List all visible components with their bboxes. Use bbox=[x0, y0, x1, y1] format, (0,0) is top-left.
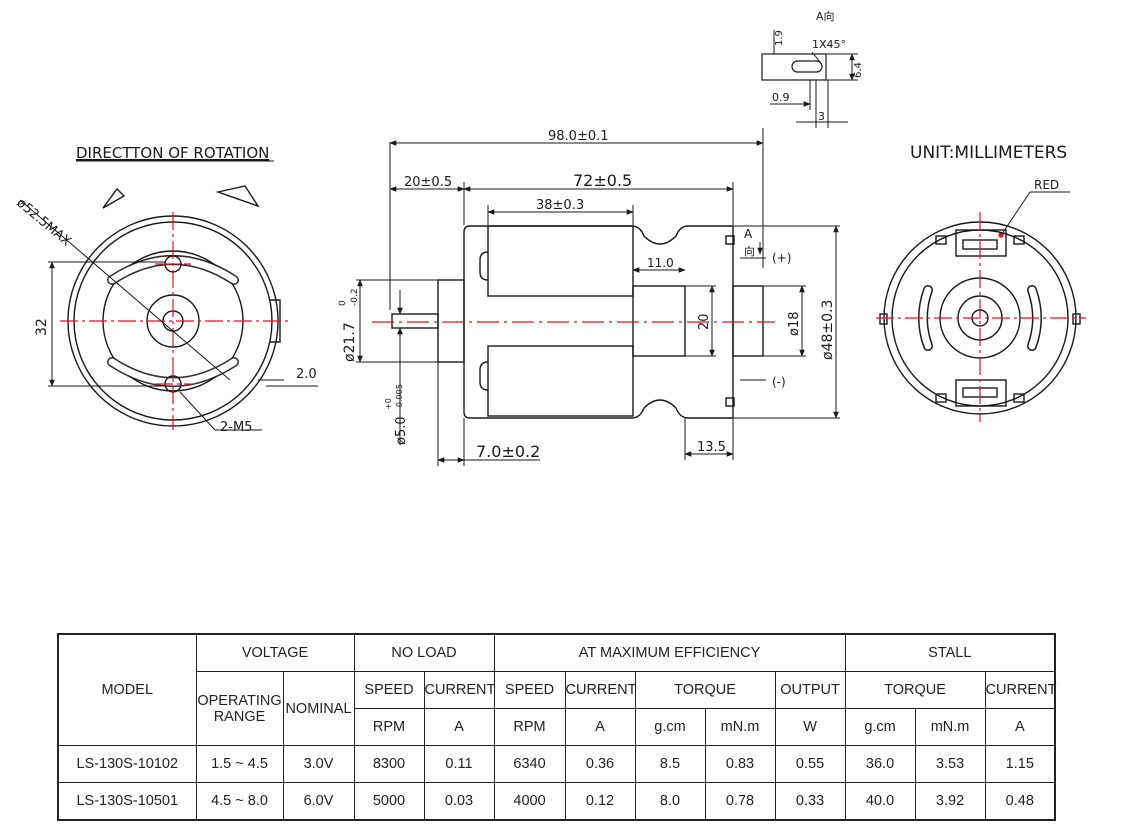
shaft-dia-label: ø5.0 bbox=[394, 416, 409, 445]
boss-dia-label: 20 bbox=[697, 313, 712, 330]
cell-nl-speed: 8300 bbox=[353, 745, 425, 783]
cell-nominal: 3.0V bbox=[282, 745, 355, 783]
unit-label: UNIT:MILLIMETERS bbox=[910, 143, 1067, 163]
view-a-dir-label: 向 bbox=[744, 244, 755, 258]
cell-me-output: 0.55 bbox=[774, 745, 846, 783]
unit-me-torque-mnm: mN.m bbox=[704, 708, 776, 746]
shaft-tol-lower: -0.005 bbox=[395, 384, 404, 410]
detail-thickness-label: 6.4 bbox=[853, 62, 864, 78]
dia-max-label: ø52.5MAX bbox=[13, 196, 73, 250]
cell-range: 1.5 ~ 4.5 bbox=[195, 745, 284, 783]
magnet-length-label: 38±0.3 bbox=[536, 198, 584, 213]
detail-height-label: 1.9 bbox=[774, 30, 785, 46]
table-row: LS-130S-10501 4.5 ~ 8.0 6.0V 5000 0.03 4… bbox=[57, 782, 1056, 821]
table-row: LS-130S-10102 1.5 ~ 4.5 3.0V 8300 0.11 6… bbox=[57, 745, 1056, 783]
detail-gap-label: 0.9 bbox=[772, 91, 790, 104]
cell-model: LS-130S-10102 bbox=[57, 745, 197, 783]
header-model: MODEL bbox=[57, 633, 197, 746]
cell-st-torque-mnm: 3.53 bbox=[914, 745, 986, 783]
motor-drawing: DIRECTTON OF ROTATION ø52.5MAX bbox=[13, 9, 1086, 466]
cell-me-torque-gcm: 8.0 bbox=[634, 782, 706, 821]
shaft-length-label: 20±0.5 bbox=[404, 175, 452, 190]
unit-me-current: A bbox=[564, 708, 636, 746]
body-length-label: 72±0.5 bbox=[573, 171, 632, 190]
header-max-efficiency: AT MAXIMUM EFFICIENCY bbox=[493, 633, 846, 672]
rotation-arrow-right bbox=[215, 185, 260, 208]
header-me-current: CURRENT bbox=[564, 671, 636, 709]
hole-spacing-label: 32 bbox=[34, 318, 50, 336]
cell-me-speed: 4000 bbox=[493, 782, 566, 821]
header-nl-speed: SPEED bbox=[353, 671, 425, 709]
boss-front-tol-lower: -0.2 bbox=[350, 288, 360, 306]
cell-me-torque-gcm: 8.5 bbox=[634, 745, 706, 783]
cell-st-torque-gcm: 36.0 bbox=[844, 745, 916, 783]
front-view: DIRECTTON OF ROTATION ø52.5MAX bbox=[13, 144, 318, 435]
header-st-torque: TORQUE bbox=[844, 671, 986, 709]
brush-dia-label: ø18 bbox=[787, 312, 802, 337]
cell-st-current: 1.15 bbox=[984, 745, 1056, 783]
spec-table: MODEL VOLTAGE NO LOAD AT MAXIMUM EFFICIE… bbox=[57, 633, 1056, 821]
unit-st-torque-mnm: mN.m bbox=[914, 708, 986, 746]
cell-model: LS-130S-10501 bbox=[57, 782, 197, 821]
cell-st-current: 0.48 bbox=[984, 782, 1056, 821]
header-stall: STALL bbox=[844, 633, 1056, 672]
holes-label: 2-M5 bbox=[220, 420, 252, 435]
rear-view: UNIT:MILLIMETERS RED bbox=[876, 143, 1086, 422]
view-a-label: A bbox=[744, 227, 753, 241]
header-operating-range: OPERATING RANGE bbox=[195, 671, 284, 746]
can-dia-label: ø48±0.3 bbox=[820, 300, 836, 360]
cell-me-current: 0.36 bbox=[564, 745, 636, 783]
header-row-1: MODEL VOLTAGE NO LOAD AT MAXIMUM EFFICIE… bbox=[57, 633, 1056, 746]
cell-me-speed: 6340 bbox=[493, 745, 566, 783]
header-me-speed: SPEED bbox=[493, 671, 566, 709]
unit-me-output: W bbox=[774, 708, 846, 746]
cell-me-output: 0.33 bbox=[774, 782, 846, 821]
cell-range: 4.5 ~ 8.0 bbox=[195, 782, 284, 821]
detail-chamfer-label: 1X45° bbox=[812, 38, 846, 51]
unit-st-torque-gcm: g.cm bbox=[844, 708, 916, 746]
unit-nl-speed: RPM bbox=[353, 708, 425, 746]
cell-st-torque-gcm: 40.0 bbox=[844, 782, 916, 821]
overall-length-label: 98.0±0.1 bbox=[548, 129, 609, 144]
cell-me-torque-mnm: 0.83 bbox=[704, 745, 776, 783]
unit-me-torque-gcm: g.cm bbox=[634, 708, 706, 746]
boss-front-tol-upper: 0 bbox=[338, 300, 348, 306]
cell-st-torque-mnm: 3.92 bbox=[914, 782, 986, 821]
header-st-current: CURRENT bbox=[984, 671, 1056, 709]
cell-nominal: 6.0V bbox=[282, 782, 355, 821]
rear-length-label: 13.5 bbox=[697, 440, 726, 455]
front-boss-length-label: 7.0±0.2 bbox=[476, 442, 540, 461]
cell-nl-speed: 5000 bbox=[353, 782, 425, 821]
unit-st-current: A bbox=[984, 708, 1056, 746]
header-nl-current: CURRENT bbox=[423, 671, 495, 709]
cell-me-current: 0.12 bbox=[564, 782, 636, 821]
unit-nl-current: A bbox=[423, 708, 495, 746]
header-nominal: NOMINAL bbox=[282, 671, 355, 746]
boss-front-dia-label: ø21.7 bbox=[342, 322, 358, 362]
header-me-output: OUTPUT bbox=[774, 671, 846, 709]
unit-row: RPM A RPM A g.cm mN.m W g.cm mN.m A bbox=[58, 708, 1056, 746]
header-voltage: VOLTAGE bbox=[195, 633, 355, 672]
cell-me-torque-mnm: 0.78 bbox=[704, 782, 776, 821]
detail-width-label: 3 bbox=[818, 110, 825, 123]
rotation-arrow-left bbox=[102, 187, 126, 209]
header-row-2: OPERATING RANGE NOMINAL SPEED CURRENT SP… bbox=[58, 671, 1056, 746]
boss-length-label: 11.0 bbox=[647, 256, 674, 270]
shaft-tol-upper: +0 bbox=[384, 398, 393, 410]
header-me-torque: TORQUE bbox=[634, 671, 776, 709]
cell-nl-current: 0.11 bbox=[423, 745, 495, 783]
tab-thickness-label: 2.0 bbox=[296, 367, 317, 382]
red-wire-label: RED bbox=[1034, 178, 1059, 192]
minus-terminal-label: (-) bbox=[772, 375, 786, 389]
cell-nl-current: 0.03 bbox=[423, 782, 495, 821]
rotation-title: DIRECTTON OF ROTATION bbox=[76, 144, 269, 162]
side-view: 98.0±0.1 20±0.5 72±0.5 38±0.3 (+) bbox=[338, 128, 840, 466]
unit-me-speed: RPM bbox=[493, 708, 566, 746]
plus-terminal-label: (+) bbox=[772, 251, 791, 265]
detail-a: A向 1.9 1X45° 6.4 0.9 3 bbox=[761, 9, 864, 128]
detail-a-title: A向 bbox=[816, 9, 835, 23]
header-no-load: NO LOAD bbox=[353, 633, 495, 672]
